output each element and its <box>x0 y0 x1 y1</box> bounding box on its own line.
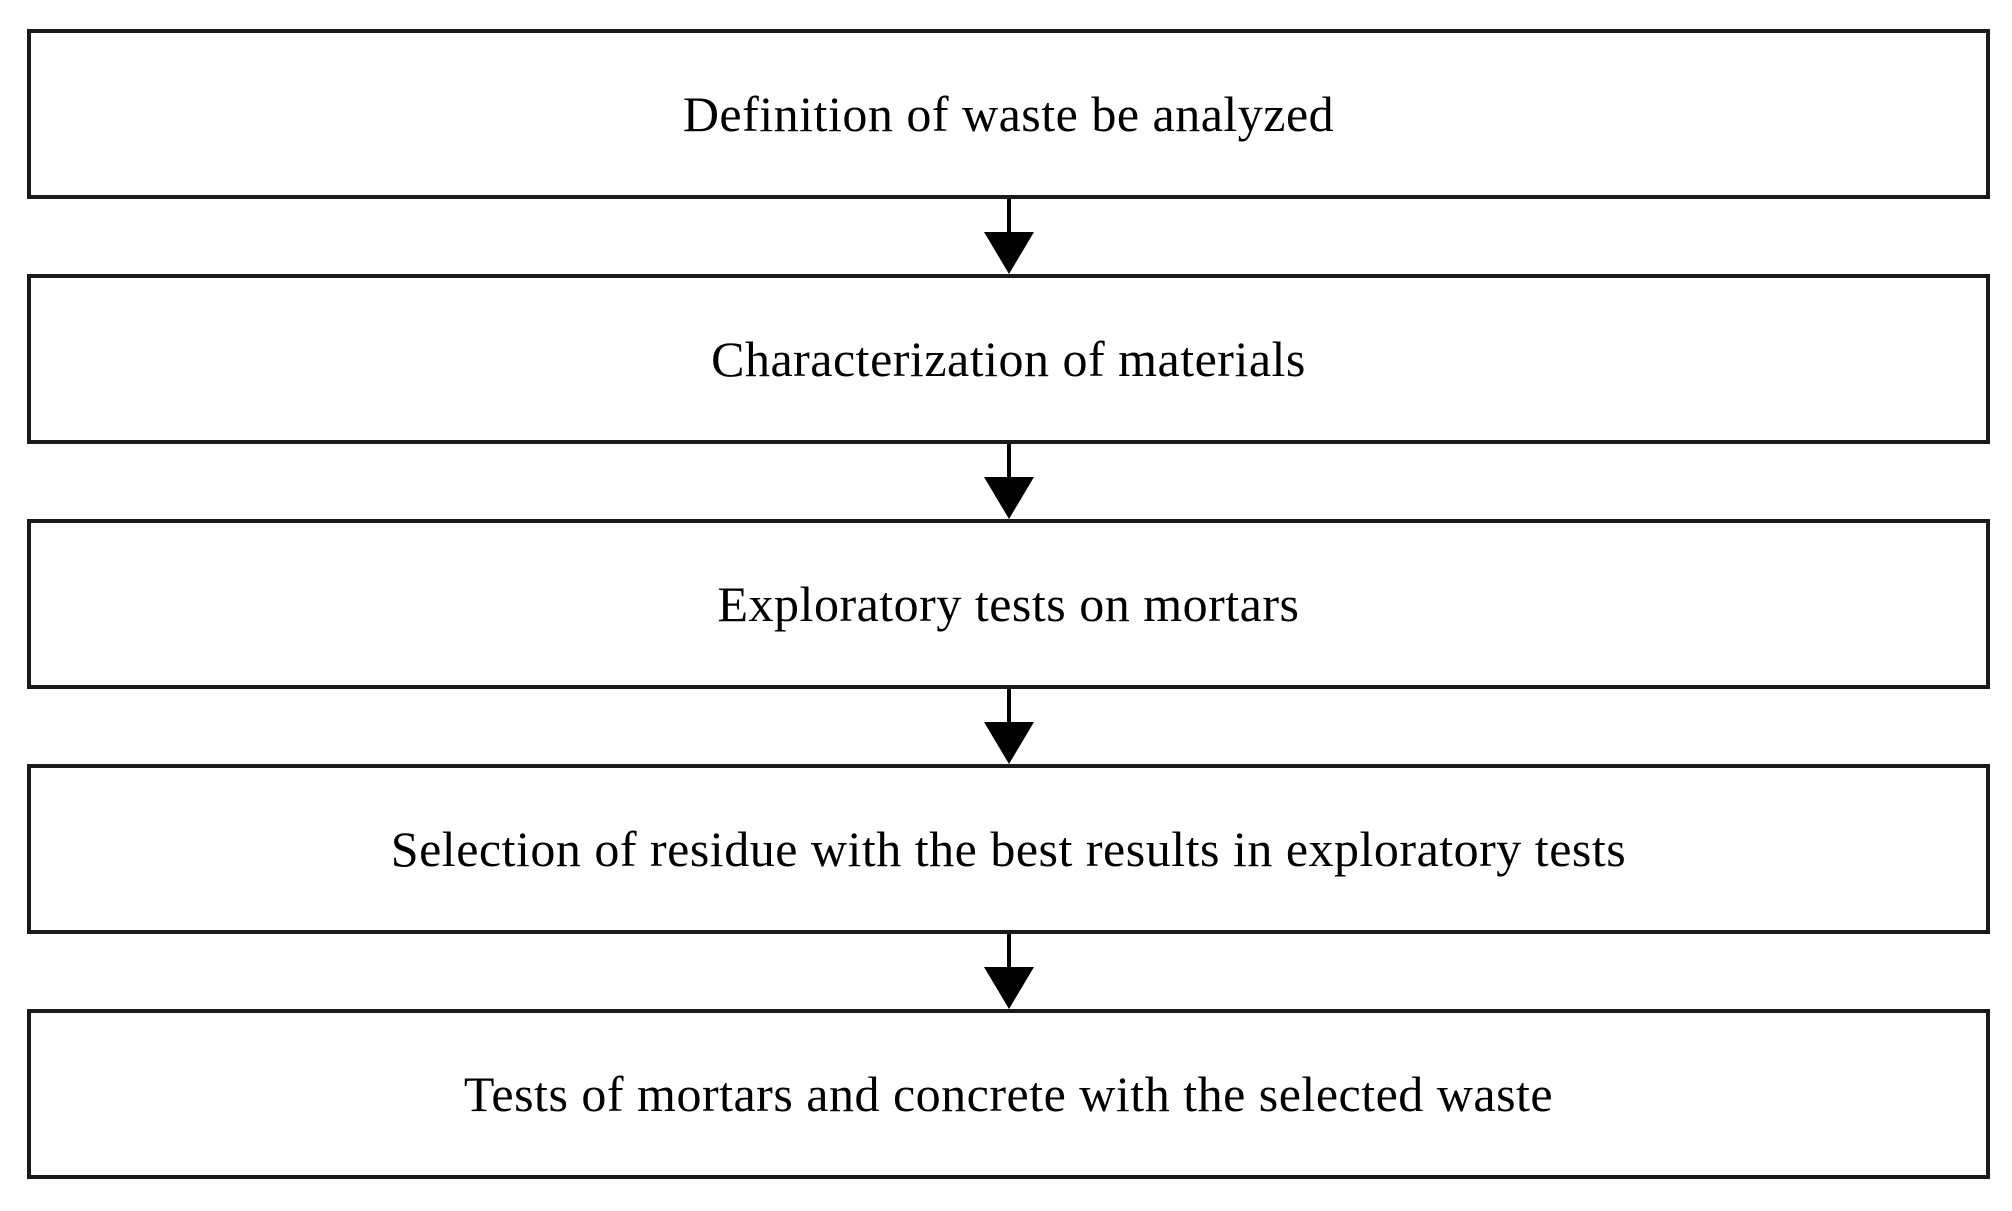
flow-step-characterization-label: Characterization of materials <box>711 330 1306 387</box>
arrow-head <box>983 232 1034 274</box>
arrow-stem <box>1006 934 1011 967</box>
arrow-head <box>983 722 1034 764</box>
arrow-down-icon <box>27 444 1990 519</box>
arrow-down-icon <box>27 689 1990 764</box>
flow-step-exploratory-tests: Exploratory tests on mortars <box>27 519 1990 689</box>
arrow-head <box>983 477 1034 519</box>
flow-step-selection-label: Selection of residue with the best resul… <box>390 820 1627 877</box>
arrow-stem <box>1006 689 1011 722</box>
flow-step-final-tests-label: Tests of mortars and concrete with the s… <box>463 1065 1554 1122</box>
flow-step-definition: Definition of waste be analyzed <box>27 29 1990 199</box>
arrow-down-icon <box>27 934 1990 1009</box>
arrow-stem <box>1006 444 1011 477</box>
flow-step-definition-label: Definition of waste be analyzed <box>682 85 1335 142</box>
flow-step-exploratory-tests-label: Exploratory tests on mortars <box>717 575 1300 632</box>
arrow-head <box>983 967 1034 1009</box>
flow-step-final-tests: Tests of mortars and concrete with the s… <box>27 1009 1990 1179</box>
flow-step-selection: Selection of residue with the best resul… <box>27 764 1990 934</box>
arrow-down-icon <box>27 199 1990 274</box>
arrow-stem <box>1006 199 1011 232</box>
flow-step-characterization: Characterization of materials <box>27 274 1990 444</box>
